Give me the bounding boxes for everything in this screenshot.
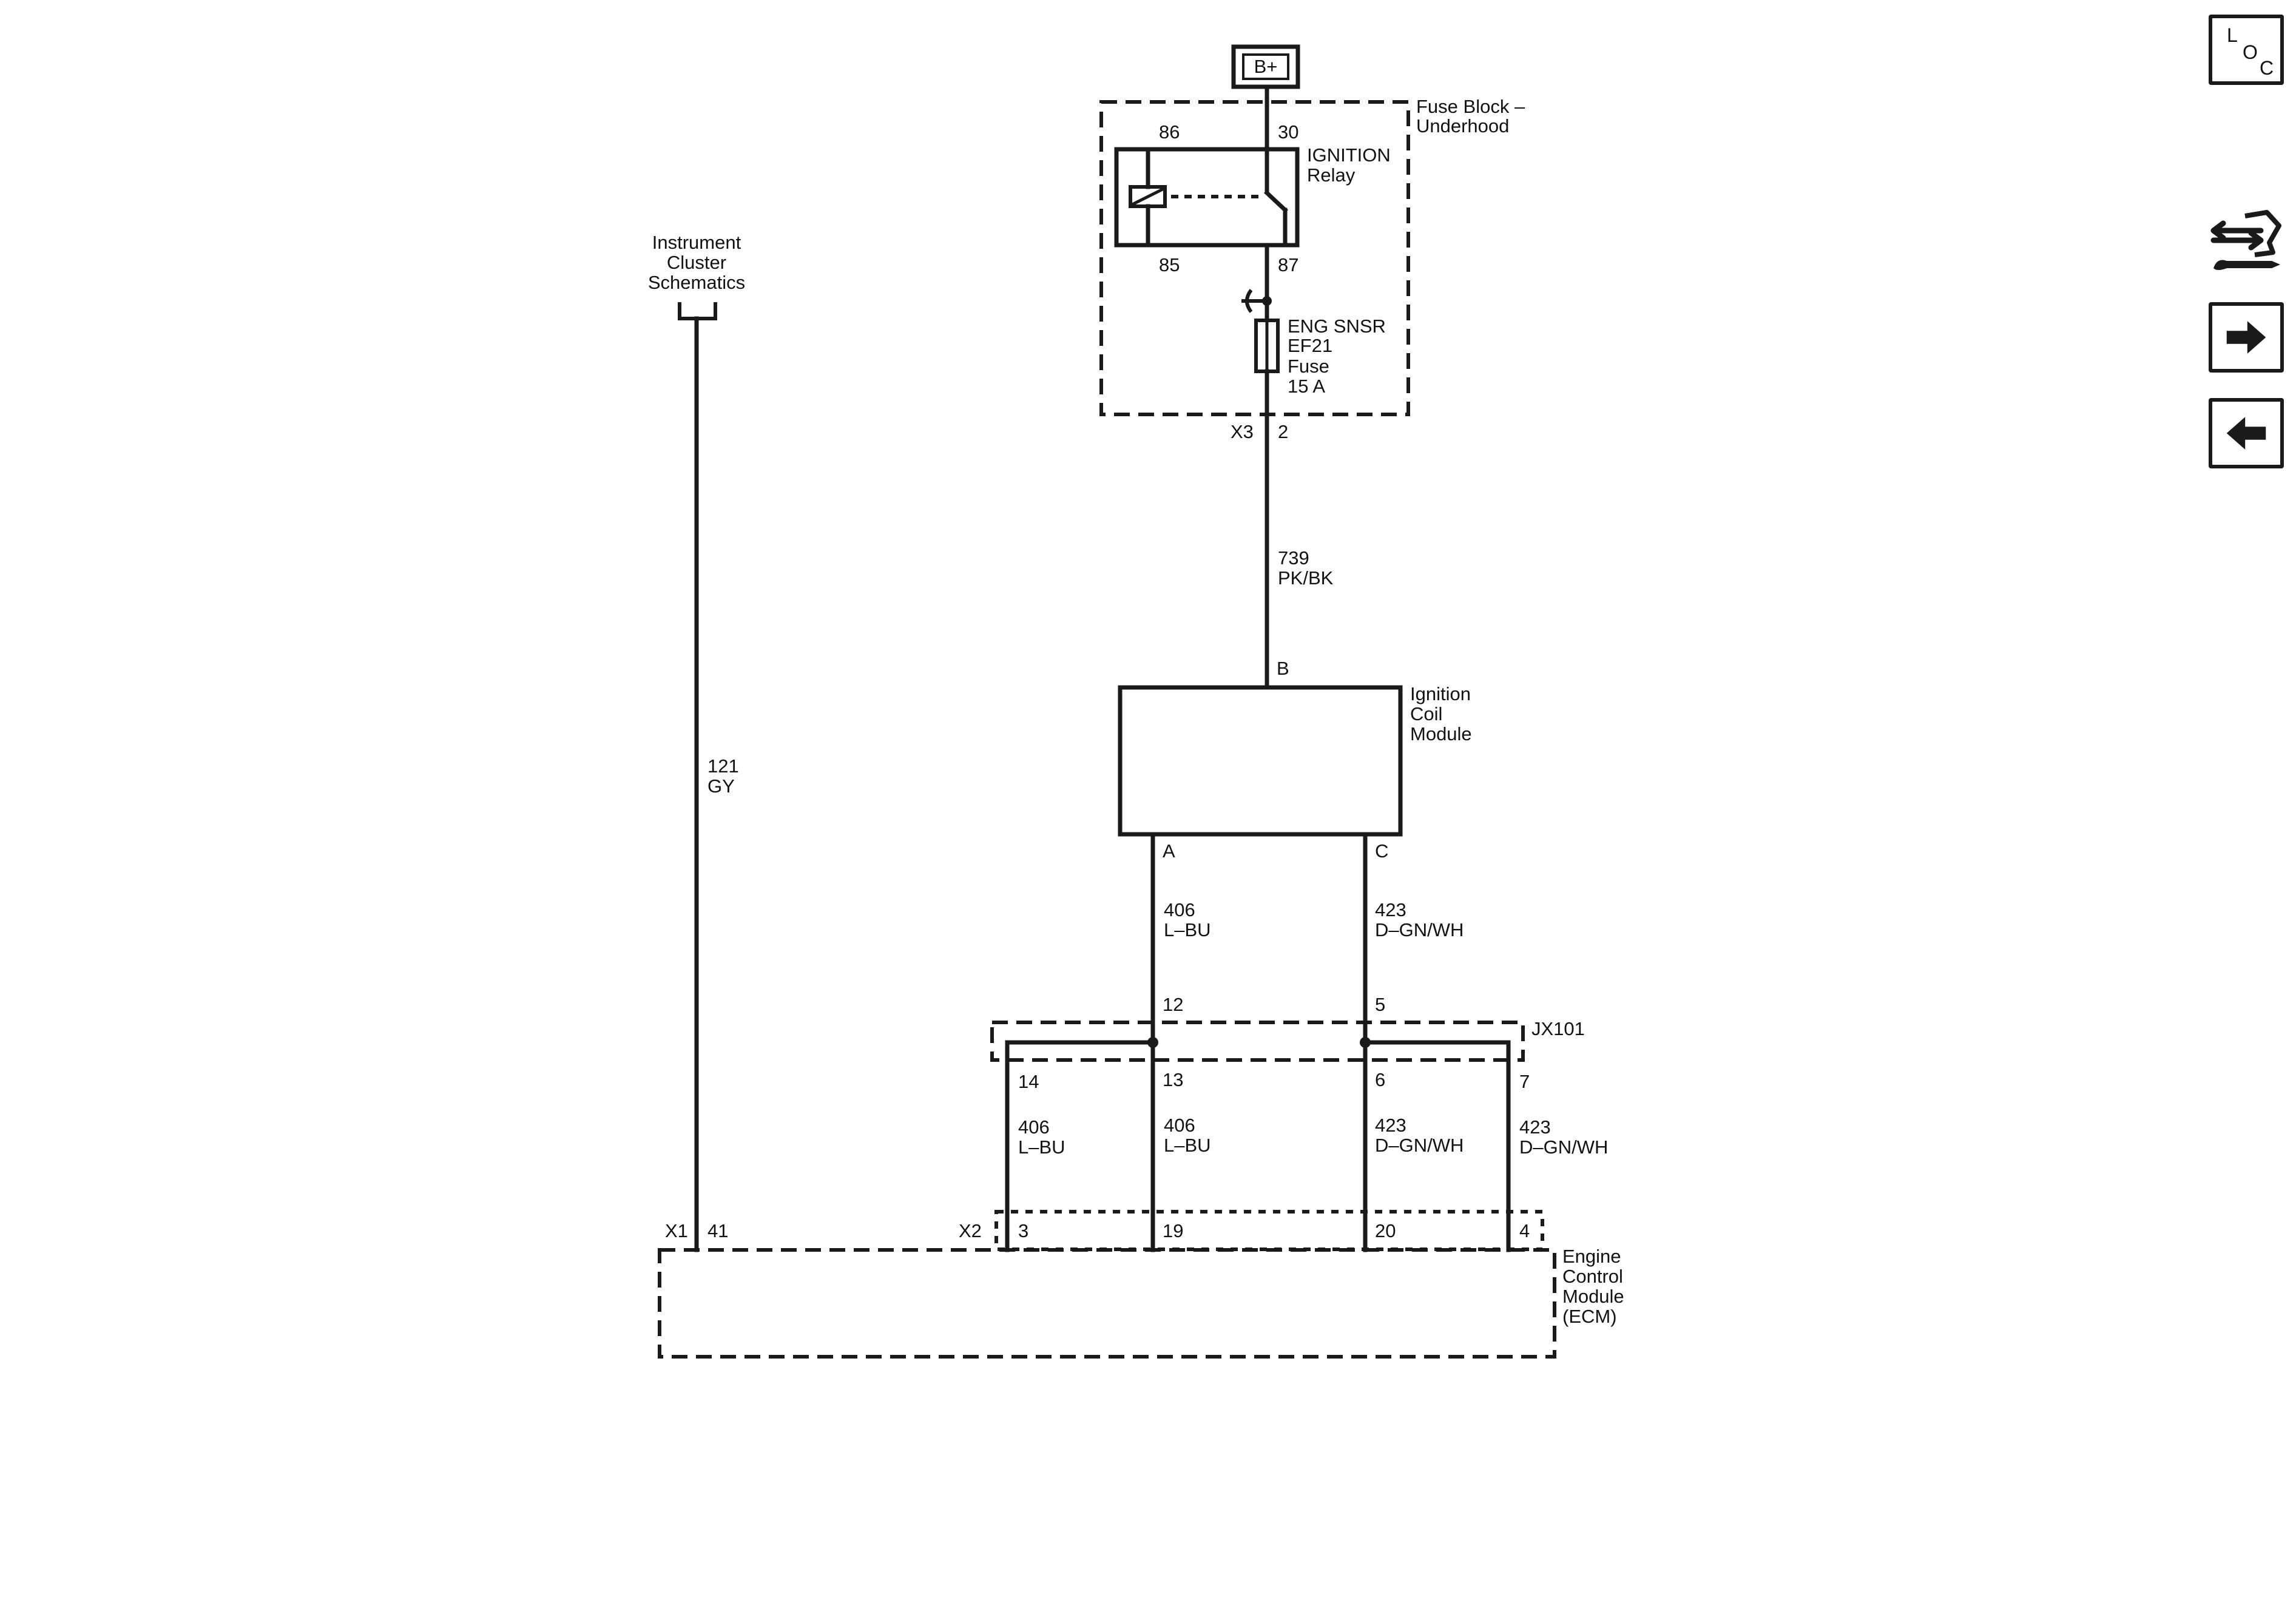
wire-406-circuit: 406 xyxy=(1164,899,1195,920)
ecm-connector-x1: X1 xyxy=(665,1220,688,1241)
arrow-left-icon xyxy=(2226,417,2266,450)
ecm-pin-41: 41 xyxy=(707,1220,728,1241)
location-button[interactable]: L O C xyxy=(2209,15,2284,85)
ecm-pin-19: 19 xyxy=(1163,1220,1183,1241)
wire-121-color: GY xyxy=(707,775,735,797)
splice-jx101-label: JX101 xyxy=(1531,1018,1585,1039)
ecm-name-1: Engine xyxy=(1562,1246,1621,1267)
coil-pin-a: A xyxy=(1163,840,1175,862)
relay-name-1: IGNITION xyxy=(1307,144,1391,166)
splice-pin-13: 13 xyxy=(1163,1069,1183,1090)
loc-letter-c: C xyxy=(2260,57,2274,79)
instrument-cluster-connector-bracket xyxy=(678,302,717,320)
ecm-pin-3: 3 xyxy=(1018,1220,1028,1241)
splice-pin-6: 6 xyxy=(1375,1069,1385,1090)
wire-423-6-circuit: 423 xyxy=(1375,1115,1406,1136)
fuse-block-title-1: Fuse Block – xyxy=(1416,96,1525,117)
fuse-block-pin-2: 2 xyxy=(1278,421,1288,442)
ecm-pin-20: 20 xyxy=(1375,1220,1396,1241)
coil-module-name-3: Module xyxy=(1410,723,1472,744)
fuse-label-4: 15 A xyxy=(1288,376,1325,397)
fuse-block-title-2: Underhood xyxy=(1416,115,1509,137)
wire-406-color: L–BU xyxy=(1164,919,1211,940)
wire-423-6-color: D–GN/WH xyxy=(1375,1135,1464,1156)
previous-page-button[interactable] xyxy=(2209,398,2284,468)
ecm-outline xyxy=(658,1248,1556,1359)
relay-name-2: Relay xyxy=(1307,164,1356,186)
ecm-name-2: Control xyxy=(1562,1266,1623,1287)
wire-423-circuit: 423 xyxy=(1375,899,1406,920)
wire-423-7-circuit: 423 xyxy=(1519,1116,1551,1138)
wire-121-circuit: 121 xyxy=(707,755,739,777)
instrument-cluster-ref-2: Cluster xyxy=(667,252,726,273)
relay-pin-87: 87 xyxy=(1278,254,1298,275)
battery-positive-terminal: B+ xyxy=(1231,44,1300,89)
splice-pin-5: 5 xyxy=(1375,994,1385,1015)
loc-letter-l: L xyxy=(2227,24,2238,46)
ecm-name-3: Module xyxy=(1562,1286,1624,1307)
fuse-block-outline xyxy=(1099,100,1410,416)
splice-pin-12: 12 xyxy=(1163,994,1183,1015)
wire-423-7-color: D–GN/WH xyxy=(1519,1136,1608,1158)
relay-pin-85: 85 xyxy=(1159,254,1180,275)
coil-module-name-2: Coil xyxy=(1410,703,1442,724)
next-page-button[interactable] xyxy=(2209,302,2284,373)
fuse-label-1: ENG SNSR xyxy=(1288,316,1386,337)
relay-pin-86: 86 xyxy=(1159,121,1180,143)
coil-module-name-1: Ignition xyxy=(1410,683,1471,704)
wire-406-14-circuit: 406 xyxy=(1018,1116,1050,1138)
wire-406-13-circuit: 406 xyxy=(1164,1115,1195,1136)
arrow-right-icon xyxy=(2226,321,2266,354)
eng-snsr-fuse xyxy=(1254,319,1280,373)
relay-pin-30: 30 xyxy=(1278,121,1298,143)
wire-406-14-color: L–BU xyxy=(1018,1136,1065,1158)
instrument-cluster-ref-1: Instrument xyxy=(652,232,741,253)
battery-positive-label: B+ xyxy=(1254,56,1278,77)
fuse-label-3: Fuse xyxy=(1288,356,1329,377)
diagnostic-tools-icon[interactable] xyxy=(2209,204,2284,279)
instrument-cluster-ref-3: Schematics xyxy=(648,272,745,293)
ecm-name-4: (ECM) xyxy=(1562,1306,1617,1327)
ignition-coil-module xyxy=(1118,685,1403,837)
wire-739-circuit: 739 xyxy=(1278,547,1309,569)
ignition-relay xyxy=(1114,147,1300,248)
wire-739-color: PK/BK xyxy=(1278,567,1334,589)
wire-406-13-color: L–BU xyxy=(1164,1135,1211,1156)
x2-connector-outline xyxy=(994,1210,1544,1251)
splice-pin-7: 7 xyxy=(1519,1071,1530,1092)
coil-pin-c: C xyxy=(1375,840,1388,862)
ecm-pin-4: 4 xyxy=(1519,1220,1530,1241)
ecm-connector-x2: X2 xyxy=(959,1220,982,1241)
splice-pin-14: 14 xyxy=(1018,1071,1039,1092)
loc-letter-o: O xyxy=(2243,41,2258,63)
fuse-block-connector-x3: X3 xyxy=(1231,421,1254,442)
wire-423-color: D–GN/WH xyxy=(1375,919,1464,940)
splice-jx101-outline xyxy=(990,1021,1525,1062)
coil-pin-b: B xyxy=(1277,658,1289,679)
fuse-label-2: EF21 xyxy=(1288,335,1332,356)
